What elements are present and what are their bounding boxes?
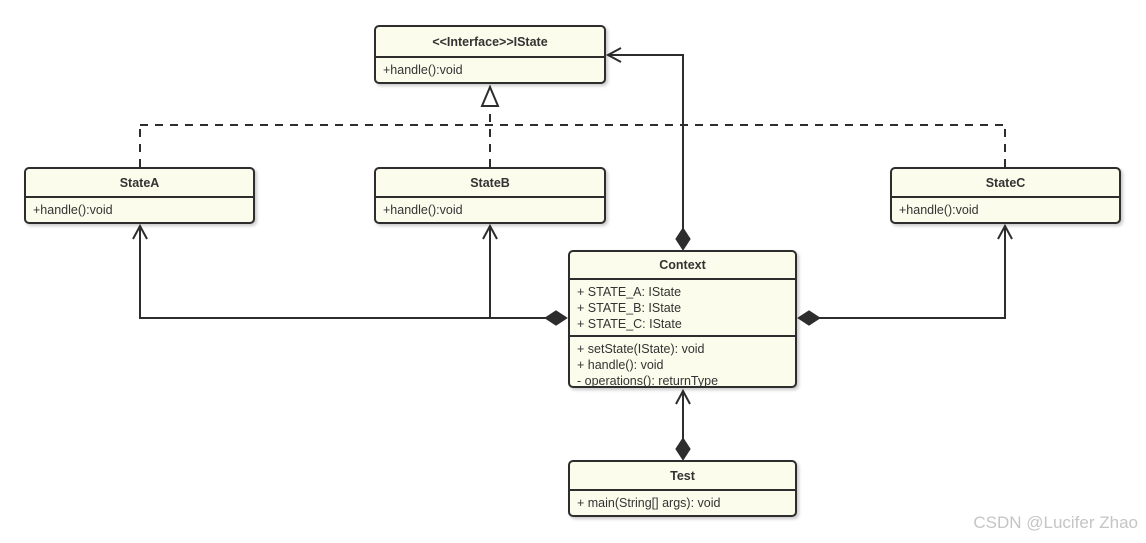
- class-member: +handle():void: [383, 203, 463, 217]
- class-title: Context: [570, 252, 795, 280]
- class-box-istate: <<Interface>>IState +handle():void: [374, 25, 606, 84]
- filled-diamond-icon: [675, 437, 691, 461]
- open-arrowhead-icon: [482, 223, 498, 240]
- hollow-triangle-arrowhead-icon: [480, 84, 500, 107]
- class-title: StateA: [26, 169, 253, 198]
- class-box-test: Test + main(String[] args): void: [568, 460, 797, 517]
- class-box-stateb: StateB +handle():void: [374, 167, 606, 224]
- class-title: <<Interface>>IState: [376, 27, 604, 58]
- composition-edge-context-statea-stateb: [132, 223, 568, 326]
- class-attribute: + STATE_A: IState: [577, 285, 682, 299]
- filled-diamond-icon: [675, 227, 691, 251]
- open-arrowhead-icon: [675, 388, 691, 405]
- class-attribute: + STATE_C: IState: [577, 317, 682, 331]
- composition-edge-test-context: [675, 388, 691, 461]
- open-arrowhead-icon: [997, 223, 1013, 240]
- class-title: StateB: [376, 169, 604, 198]
- filled-diamond-icon: [544, 310, 568, 326]
- attributes-section: + STATE_A: IState + STATE_B: IState + ST…: [570, 280, 795, 337]
- class-member: + main(String[] args): void: [577, 496, 721, 510]
- class-title: Test: [570, 462, 795, 491]
- open-arrowhead-icon: [132, 223, 148, 240]
- class-method: + handle(): void: [577, 358, 664, 372]
- class-title: StateC: [892, 169, 1119, 198]
- class-member: +handle():void: [383, 63, 463, 77]
- class-method: + setState(IState): void: [577, 342, 705, 356]
- watermark: CSDN @Lucifer Zhao: [973, 513, 1138, 532]
- composition-edge-context-istate: [605, 47, 691, 251]
- composition-edge-context-statec: [797, 223, 1013, 326]
- class-box-statec: StateC +handle():void: [890, 167, 1121, 224]
- methods-section: + setState(IState): void + handle(): voi…: [570, 337, 795, 392]
- open-arrowhead-icon: [605, 47, 622, 63]
- class-attribute: + STATE_B: IState: [577, 301, 682, 315]
- class-box-statea: StateA +handle():void: [24, 167, 255, 224]
- realization-edge-stateb-istate: [480, 84, 500, 167]
- class-member: +handle():void: [899, 203, 979, 217]
- class-method: - operations(): returnType: [577, 374, 719, 388]
- class-box-context: Context + STATE_A: IState + STATE_B: ISt…: [568, 250, 797, 388]
- class-member: +handle():void: [33, 203, 113, 217]
- filled-diamond-icon: [797, 310, 821, 326]
